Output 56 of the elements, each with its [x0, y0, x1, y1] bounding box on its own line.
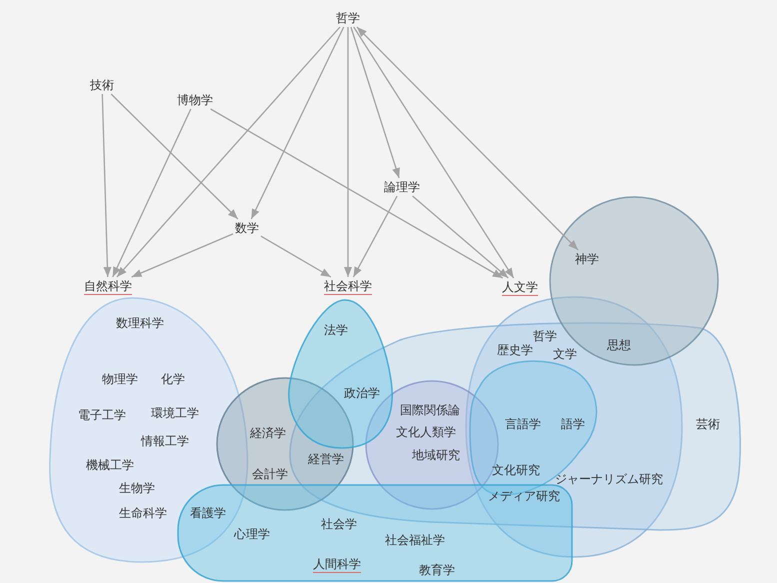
discipline-label: 物理学	[102, 372, 138, 386]
discipline-label: 社会福祉学	[385, 533, 445, 547]
discipline-label: 文化人類学	[396, 425, 456, 439]
discipline-label: 情報工学	[141, 434, 189, 448]
discipline-label: 哲学	[336, 11, 360, 25]
arrow	[260, 236, 332, 278]
discipline-label: 芸術	[696, 417, 720, 431]
discipline-label: 国際関係論	[400, 403, 460, 417]
discipline-label: 数学	[235, 221, 259, 235]
arrow	[110, 94, 238, 220]
arrow	[353, 26, 514, 278]
discipline-label: 思想	[607, 338, 631, 352]
arrow	[116, 26, 340, 278]
discipline-label: 地域研究	[412, 448, 460, 462]
category-heading: 自然科学	[84, 279, 132, 295]
discipline-label: 政治学	[344, 386, 380, 400]
discipline-label: 博物学	[177, 93, 213, 107]
discipline-label: 文化研究	[492, 463, 540, 477]
discipline-label: 看護学	[190, 506, 226, 520]
discipline-label: 語学	[561, 417, 585, 431]
arrow	[412, 196, 509, 278]
arrow	[102, 94, 112, 278]
discipline-label: 生命科学	[119, 506, 167, 520]
arrow	[131, 233, 234, 278]
discipline-label: 技術	[90, 78, 114, 92]
discipline-label: 生物学	[119, 481, 155, 495]
category-heading: 人文学	[502, 280, 538, 296]
discipline-label: 社会学	[321, 517, 357, 531]
discipline-label: 言語学	[505, 417, 541, 431]
discipline-label: 神学	[575, 252, 599, 266]
arrow	[112, 108, 192, 278]
discipline-label: 電子工学	[78, 408, 126, 422]
arrow	[350, 26, 400, 178]
discipline-label: 経営学	[308, 452, 344, 466]
arrow	[250, 26, 344, 220]
discipline-label: 歴史学	[497, 343, 533, 357]
discipline-label: 数理科学	[116, 316, 164, 330]
discipline-label: ジャーナリズム研究	[555, 472, 663, 486]
discipline-label: メディア研究	[488, 489, 560, 503]
discipline-label: 会計学	[252, 467, 288, 481]
arrow	[210, 108, 504, 279]
category-heading: 人間科学	[313, 557, 361, 573]
discipline-label: 環境工学	[151, 406, 199, 420]
double-arrow	[356, 26, 579, 250]
arrow	[352, 196, 398, 278]
category-heading: 社会科学	[324, 279, 372, 295]
discipline-label: 経済学	[250, 426, 286, 440]
discipline-label: 機械工学	[86, 458, 134, 472]
discipline-label: 法学	[324, 323, 348, 337]
discipline-label: 論理学	[384, 180, 420, 194]
arrow	[344, 27, 352, 277]
discipline-label: 教育学	[419, 563, 455, 577]
discipline-label: 文学	[553, 347, 577, 361]
discipline-label: 哲学	[533, 329, 557, 343]
discipline-label: 化学	[161, 372, 185, 386]
discipline-label: 心理学	[234, 527, 270, 541]
